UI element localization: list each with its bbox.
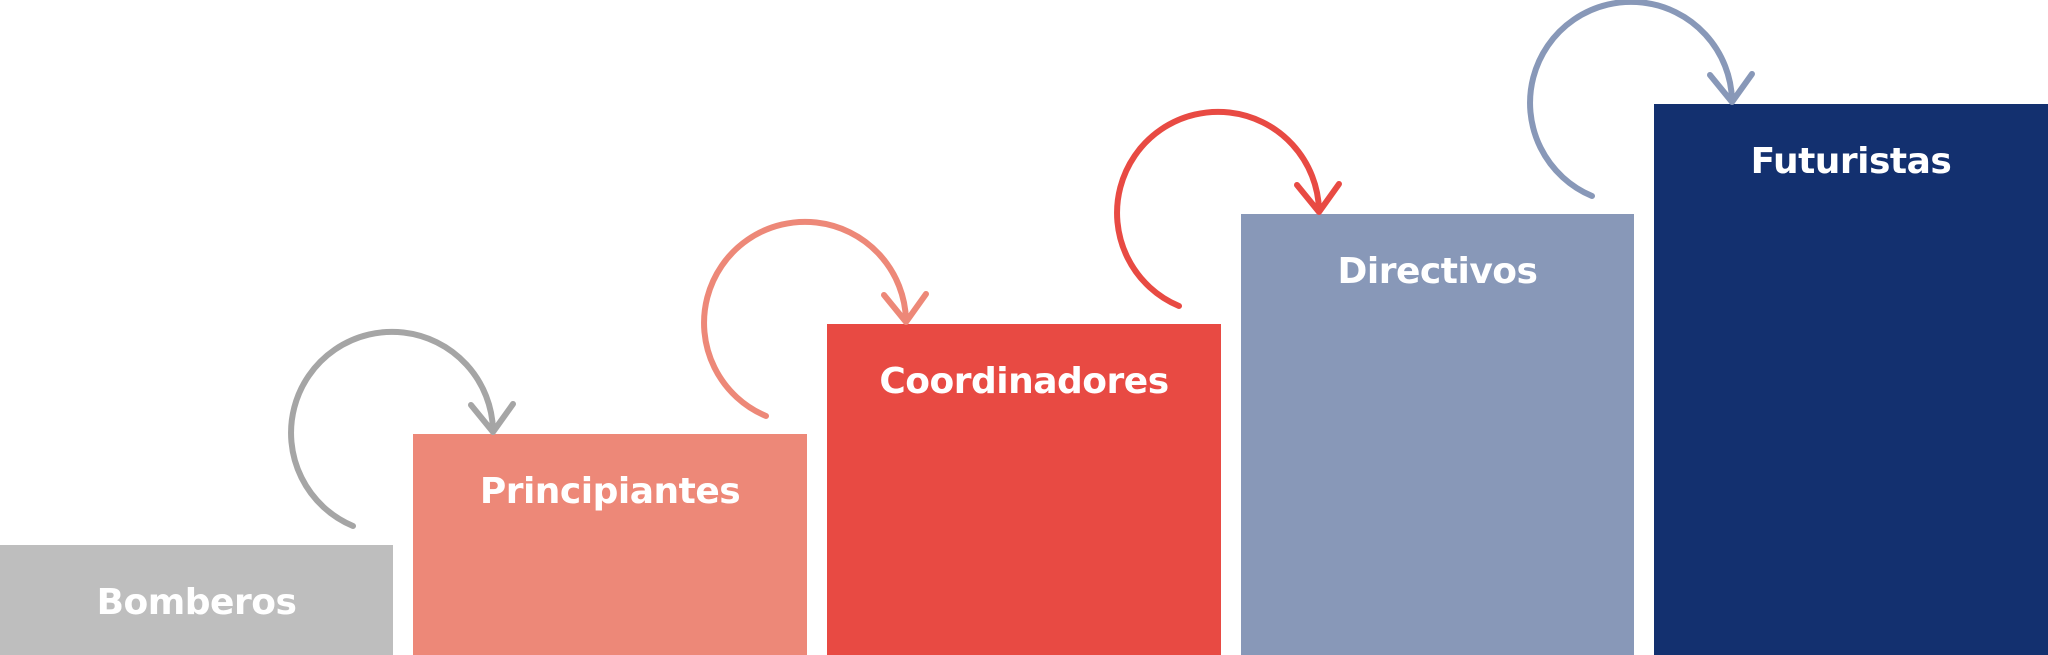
step-label-directivos: Directivos — [1337, 251, 1538, 292]
step-coordinadores: Coordinadores — [827, 324, 1221, 655]
step-label-bomberos: Bomberos — [96, 582, 297, 623]
step-futuristas: Futuristas — [1654, 104, 2048, 655]
step-principiantes: Principiantes — [413, 434, 807, 655]
step-label-coordinadores: Coordinadores — [879, 361, 1169, 402]
step-bomberos: Bomberos — [0, 545, 393, 655]
step-label-futuristas: Futuristas — [1750, 141, 1952, 182]
step-label-principiantes: Principiantes — [479, 471, 741, 512]
step-directivos: Directivos — [1241, 214, 1634, 655]
